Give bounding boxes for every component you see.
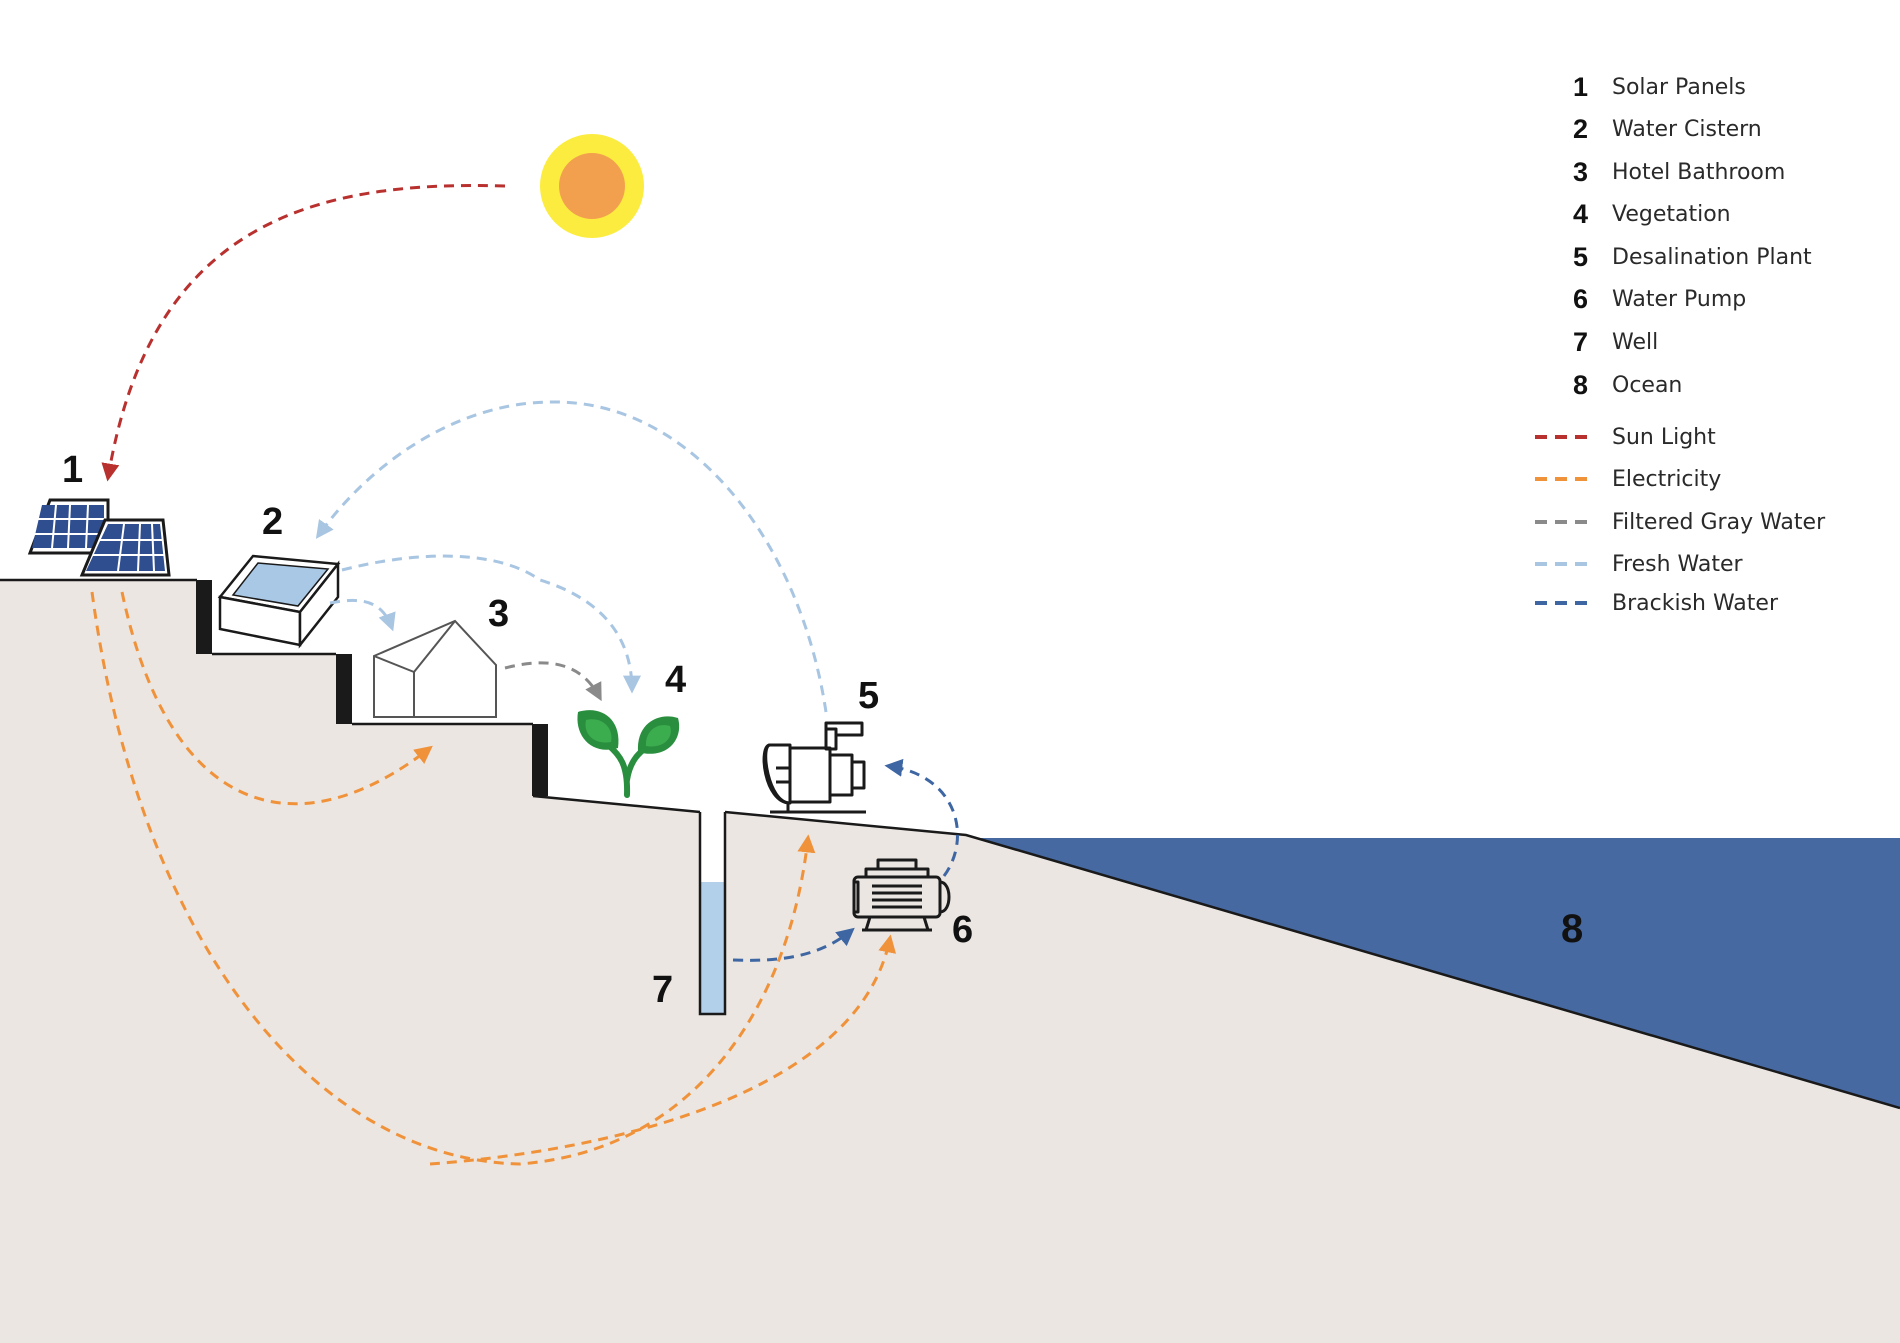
step-riser-2 bbox=[336, 654, 352, 724]
terrain-outline bbox=[0, 578, 1900, 1110]
legend-flows: Sun Light Electricity Filtered Gray Wate… bbox=[1535, 425, 1826, 616]
legend-label: Solar Panels bbox=[1612, 75, 1746, 100]
legend-num: 2 bbox=[1573, 114, 1588, 144]
well-icon bbox=[698, 812, 727, 1016]
label-7: 7 bbox=[652, 969, 673, 1011]
electricity-flow-to-hotel bbox=[120, 591, 433, 806]
legend-components: 1 Solar Panels 2 Water Cistern 3 Hotel B… bbox=[1573, 72, 1812, 400]
label-3: 3 bbox=[488, 593, 509, 635]
sun-light-flow bbox=[101, 184, 506, 482]
legend-label: Water Pump bbox=[1612, 287, 1746, 312]
label-1: 1 bbox=[62, 449, 83, 491]
legend-label: Hotel Bathroom bbox=[1612, 160, 1785, 185]
fresh-water-flow-cistern-to-vegetation bbox=[341, 554, 641, 694]
hotel-bathroom-icon bbox=[373, 619, 497, 718]
label-6: 6 bbox=[952, 909, 973, 951]
legend-label: Desalination Plant bbox=[1612, 245, 1812, 270]
label-4: 4 bbox=[665, 659, 686, 701]
label-8: 8 bbox=[1561, 907, 1583, 951]
label-5: 5 bbox=[858, 675, 879, 717]
legend-num: 8 bbox=[1573, 370, 1588, 400]
label-2: 2 bbox=[262, 501, 283, 543]
legend-label: Vegetation bbox=[1612, 202, 1731, 227]
legend-label: Fresh Water bbox=[1612, 552, 1744, 577]
legend-num: 5 bbox=[1573, 242, 1588, 272]
fresh-water-flow-cistern-to-hotel bbox=[329, 599, 396, 632]
legend-num: 7 bbox=[1573, 327, 1588, 357]
brackish-water-flow-pump-to-desalination bbox=[884, 758, 959, 877]
sun-icon bbox=[540, 134, 644, 238]
legend-label: Ocean bbox=[1612, 373, 1682, 398]
water-cistern-icon bbox=[217, 554, 341, 649]
ground bbox=[0, 580, 1900, 1343]
electricity-flow-to-desalination bbox=[90, 591, 816, 1166]
fresh-water-flow-desalination-to-cistern bbox=[315, 400, 828, 713]
electricity-flow-to-pump bbox=[429, 934, 897, 1166]
legend-label: Water Cistern bbox=[1612, 117, 1762, 142]
legend-num: 6 bbox=[1573, 284, 1588, 314]
legend-num: 3 bbox=[1573, 157, 1588, 187]
vegetation-icon bbox=[577, 710, 680, 798]
desalination-plant-icon bbox=[762, 721, 866, 814]
brackish-water-flow-well-to-pump bbox=[732, 927, 855, 962]
legend: 1 Solar Panels 2 Water Cistern 3 Hotel B… bbox=[1535, 72, 1826, 616]
water-pump-icon bbox=[852, 858, 951, 932]
gray-water-flow-to-vegetation bbox=[504, 661, 602, 702]
legend-label: Brackish Water bbox=[1612, 591, 1779, 616]
solar-panel-icon bbox=[27, 498, 171, 577]
legend-num: 1 bbox=[1573, 72, 1588, 102]
legend-num: 4 bbox=[1573, 199, 1588, 229]
step-riser-3 bbox=[532, 724, 548, 796]
step-riser-1 bbox=[196, 580, 212, 654]
legend-label: Well bbox=[1612, 330, 1658, 355]
legend-label: Electricity bbox=[1612, 467, 1721, 492]
legend-label: Filtered Gray Water bbox=[1612, 510, 1826, 535]
legend-label: Sun Light bbox=[1612, 425, 1716, 450]
